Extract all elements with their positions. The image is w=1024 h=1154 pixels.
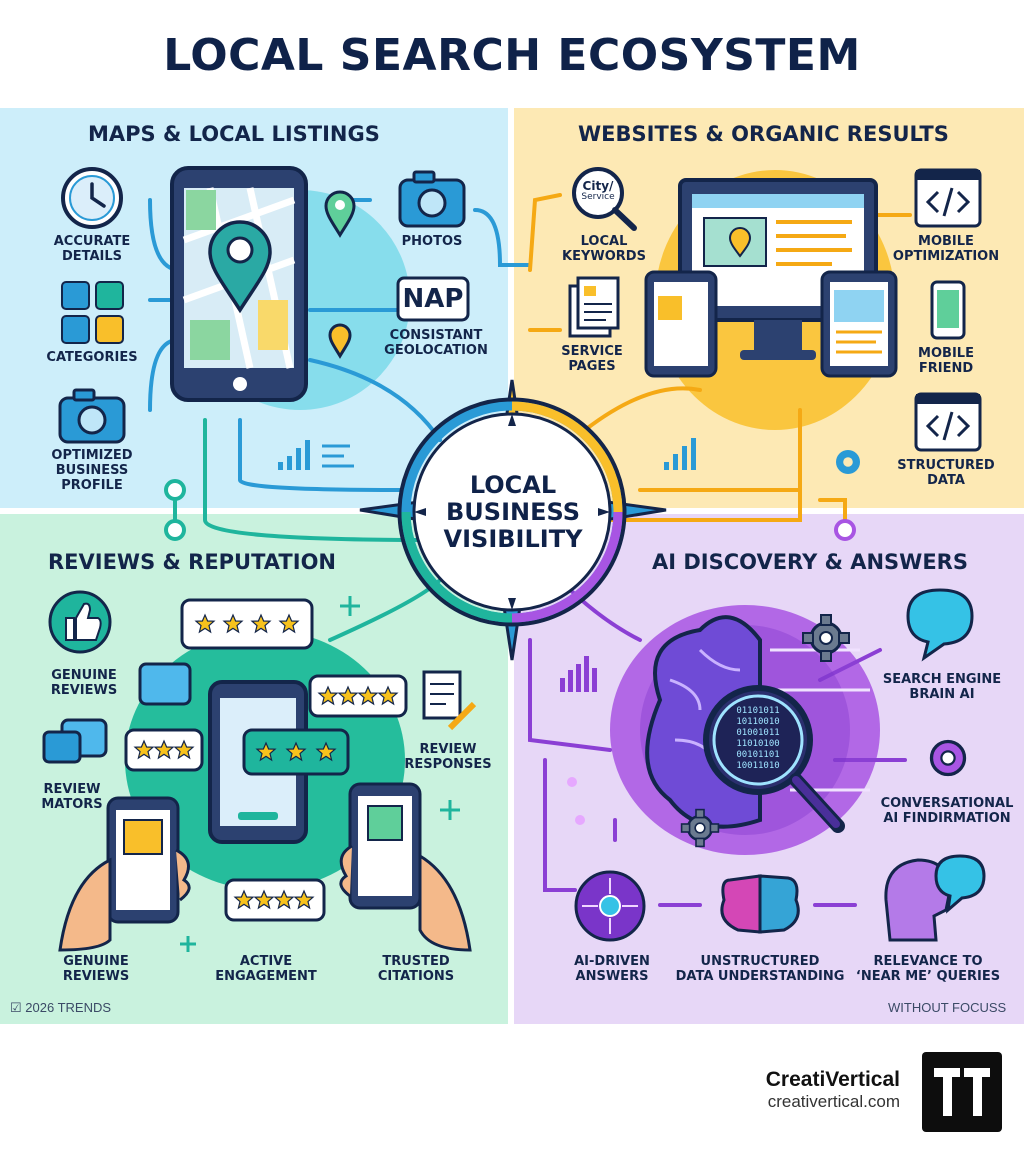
page-title: LOCAL SEARCH ECOSYSTEM xyxy=(163,30,861,81)
brand-url: creativertical.com xyxy=(767,1092,900,1111)
search-badge-text: City/Service xyxy=(581,179,615,202)
binary-row: 01001011 xyxy=(736,728,780,738)
ai-heading: AI DISCOVERY & ANSWERS xyxy=(652,550,968,574)
brand-logo xyxy=(922,1052,1002,1132)
binary-row: 10110010 xyxy=(736,717,780,727)
center-line-2: BUSINESS xyxy=(446,498,580,526)
brand-block: CreatiVertical creativertical.com xyxy=(700,1068,900,1112)
brand-logo-glyph xyxy=(934,1068,990,1116)
center-line-1: LOCAL xyxy=(469,471,557,499)
without-focus-footer: WITHOUT FOCUSS xyxy=(888,1000,1007,1015)
relevance-label: RELEVANCE TO‘NEAR ME’ QUERIES xyxy=(855,954,1001,984)
center-label: LOCAL BUSINESS VISIBILITY xyxy=(430,472,596,553)
trend-check-icon: ☑ xyxy=(10,1000,22,1015)
brand-name: CreatiVertical xyxy=(765,1068,900,1091)
maps-heading: MAPS & LOCAL LISTINGS xyxy=(88,122,380,146)
binary-row: 11010100 xyxy=(736,739,780,749)
websites-heading: WEBSITES & ORGANIC RESULTS xyxy=(578,122,949,146)
center-line-3: VISIBILITY xyxy=(443,525,583,553)
binary-row: 10011010 xyxy=(736,761,780,771)
trends-footer: ☑ 2026 TRENDS xyxy=(10,1000,112,1015)
binary-row: 01101011 xyxy=(736,706,780,716)
binary-row: 00101101 xyxy=(736,750,780,760)
photos-label: PHOTOS xyxy=(401,234,463,249)
categories-label: CATEGORIES xyxy=(46,350,138,365)
reviews-heading: REVIEWS & REPUTATION xyxy=(48,550,336,574)
nap-badge: NAP xyxy=(402,284,464,314)
